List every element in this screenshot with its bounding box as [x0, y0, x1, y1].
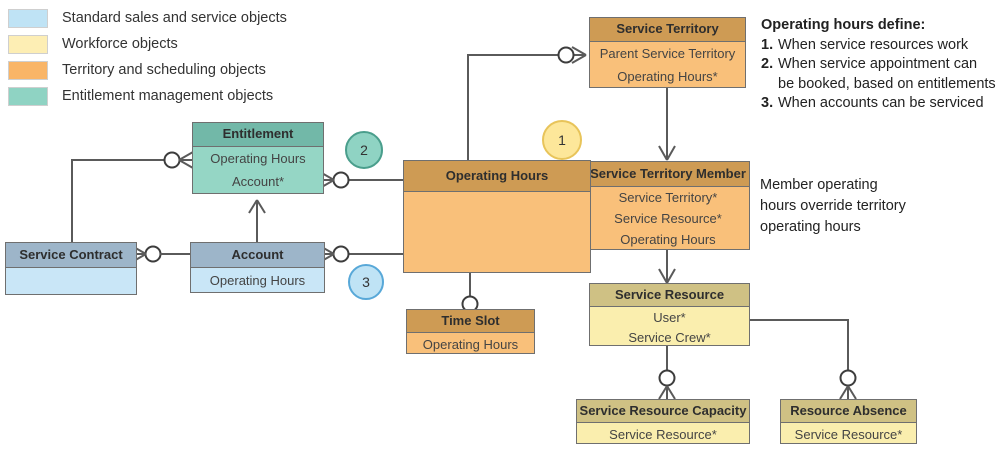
entity-account-title: Account [191, 243, 324, 268]
field-acct-operating-hours: Operating Hours [209, 273, 306, 288]
entity-service-territory[interactable]: Service Territory Parent Service Territo… [589, 17, 746, 88]
note-item-2-cont-text: be booked, based on entitlements [778, 75, 996, 92]
entity-service-territory-title: Service Territory [590, 18, 745, 42]
field-ent-account: Account* [231, 174, 285, 189]
entity-time-slot-fields: Operating Hours [407, 333, 534, 355]
field-sc-empty [6, 268, 136, 295]
badge-1: 1 [542, 120, 582, 160]
legend-item-territory: Territory and scheduling objects [8, 58, 287, 82]
badge-1-label: 1 [558, 132, 566, 148]
entity-service-contract[interactable]: Service Contract [5, 242, 137, 295]
legend-label-standard: Standard sales and service objects [62, 10, 287, 26]
legend-swatch-standard [8, 8, 48, 28]
note-item-2-continuation: be booked, based on entitlements [761, 75, 997, 95]
note-list: 1. When service resources work 2. When s… [761, 36, 997, 114]
field-stm-service-resource: Service Resource* [614, 211, 722, 226]
note-item-2-num: 2. [761, 56, 774, 73]
note-item-3: 3. When accounts can be serviced [761, 94, 997, 114]
entity-time-slot[interactable]: Time Slot Operating Hours [406, 309, 535, 354]
legend-swatch-entitlement [8, 86, 48, 106]
entity-service-resource[interactable]: Service Resource User* Service Crew* [589, 283, 750, 346]
badge-3-label: 3 [362, 274, 370, 290]
note-item-2-text: When service appointment can [778, 56, 978, 73]
legend-label-workforce: Workforce objects [62, 36, 178, 52]
entity-operating-hours[interactable]: Operating Hours [403, 160, 591, 273]
badge-2: 2 [345, 131, 383, 169]
entity-service-resource-fields: User* Service Crew* [590, 307, 749, 347]
badge-3: 3 [348, 264, 384, 300]
legend-item-standard: Standard sales and service objects [8, 6, 287, 30]
field-ts-operating-hours: Operating Hours [422, 336, 519, 352]
field-stm-operating-hours: Operating Hours [620, 232, 716, 247]
legend-label-entitlement: Entitlement management objects [62, 88, 274, 104]
entity-service-territory-member[interactable]: Service Territory Member Service Territo… [586, 161, 750, 250]
field-sr-service-crew: Service Crew* [628, 329, 711, 345]
field-src-service-resource: Service Resource* [609, 426, 717, 442]
entity-service-territory-member-fields: Service Territory* Service Resource* Ope… [587, 187, 749, 250]
legend-swatch-territory [8, 60, 48, 80]
note-operating-hours-define: Operating hours define: 1. When service … [761, 16, 997, 114]
entity-resource-absence[interactable]: Resource Absence Service Resource* [780, 399, 917, 444]
note-item-1-text: When service resources work [778, 36, 969, 53]
legend-label-territory: Territory and scheduling objects [62, 62, 266, 78]
note-item-2: 2. When service appointment can [761, 55, 997, 75]
entity-entitlement-fields: Operating Hours Account* [193, 147, 323, 194]
entity-resource-absence-title: Resource Absence [781, 400, 916, 423]
legend-item-workforce: Workforce objects [8, 32, 287, 56]
entity-entitlement-title: Entitlement [193, 123, 323, 147]
entity-service-resource-capacity-title: Service Resource Capacity [577, 400, 749, 423]
legend-swatch-workforce [8, 34, 48, 54]
note-item-3-text: When accounts can be serviced [778, 95, 984, 112]
entity-operating-hours-title: Operating Hours [404, 161, 590, 192]
entity-service-resource-capacity-fields: Service Resource* [577, 423, 749, 445]
field-sr-user: User* [653, 309, 686, 325]
field-operating-hours: Operating Hours* [617, 69, 718, 84]
field-ra-service-resource: Service Resource* [794, 426, 903, 442]
entity-service-contract-fields [6, 268, 136, 295]
entity-service-contract-title: Service Contract [6, 243, 136, 268]
legend: Standard sales and service objects Workf… [8, 6, 287, 110]
entity-time-slot-title: Time Slot [407, 310, 534, 333]
entity-account[interactable]: Account Operating Hours [190, 242, 325, 293]
entity-account-fields: Operating Hours [191, 268, 324, 293]
field-stm-service-territory: Service Territory* [618, 190, 718, 205]
badge-2-label: 2 [360, 142, 368, 158]
legend-item-entitlement: Entitlement management objects [8, 84, 287, 108]
field-parent-service-territory: Parent Service Territory [599, 46, 736, 61]
entity-service-territory-fields: Parent Service Territory Operating Hours… [590, 42, 745, 88]
entity-resource-absence-fields: Service Resource* [781, 423, 916, 445]
note-item-1: 1. When service resources work [761, 36, 997, 56]
entity-service-resource-title: Service Resource [590, 284, 749, 307]
entity-entitlement[interactable]: Entitlement Operating Hours Account* [192, 122, 324, 194]
note-item-3-num: 3. [761, 95, 774, 112]
note-item-2-cont-spacer [761, 75, 778, 95]
note-member-override: Member operating hours override territor… [760, 177, 906, 236]
entity-service-resource-capacity[interactable]: Service Resource Capacity Service Resour… [576, 399, 750, 444]
note-item-1-num: 1. [761, 36, 774, 53]
entity-service-territory-member-title: Service Territory Member [587, 162, 749, 187]
entity-operating-hours-fields [404, 192, 590, 273]
note-title: Operating hours define: [761, 17, 926, 33]
field-ent-operating-hours: Operating Hours [210, 151, 306, 166]
